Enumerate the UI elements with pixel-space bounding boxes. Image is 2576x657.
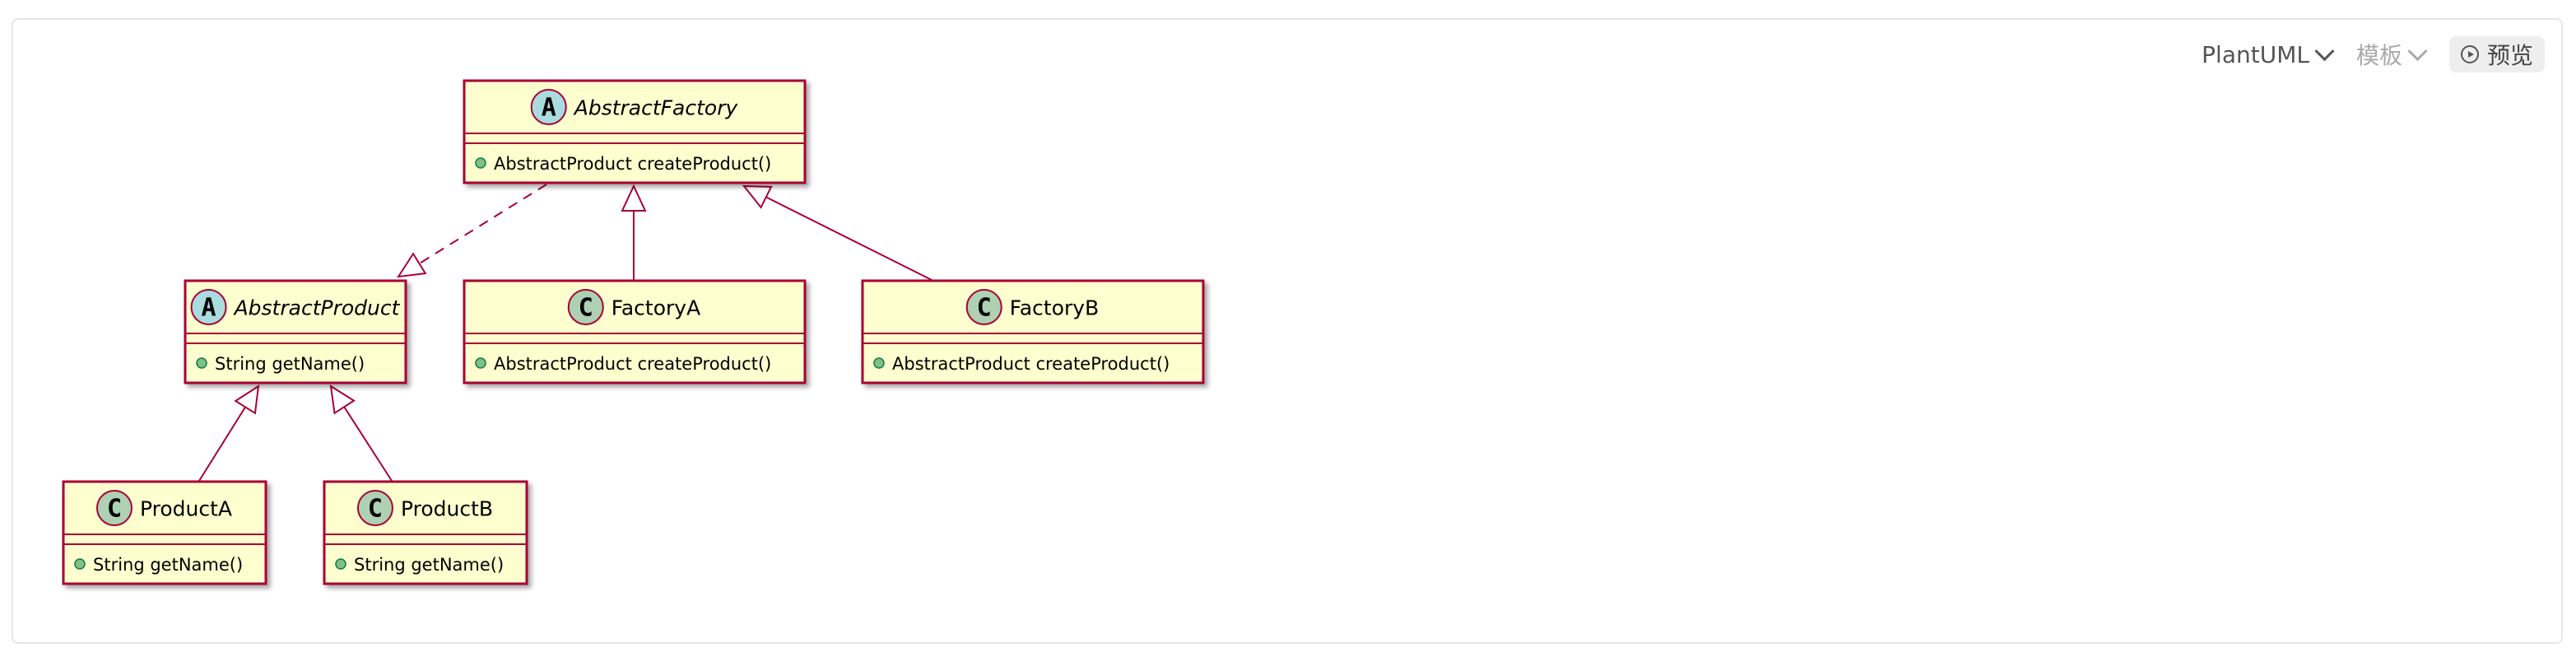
class-producta[interactable]: ProductA C String getName()	[62, 480, 267, 585]
relation-line	[198, 406, 246, 482]
template-label: 模板	[2355, 42, 2402, 69]
stereotype-letter: C	[368, 495, 383, 524]
class-abstractproduct[interactable]: AbstractProduct A String getName()	[184, 279, 407, 384]
stereotype-letter: A	[542, 94, 556, 123]
class-method: AbstractProduct createProduct()	[892, 354, 1169, 374]
class-icon	[567, 289, 604, 325]
class-name: ProductB	[401, 497, 493, 521]
relation-line	[418, 184, 547, 264]
inheritance-arrowhead	[329, 384, 356, 415]
abstract-class-icon	[530, 89, 567, 125]
stereotype-letter: A	[202, 294, 216, 323]
public-visibility-icon	[873, 357, 885, 369]
class-method: String getName()	[93, 555, 243, 575]
stereotype-letter: C	[579, 294, 593, 323]
class-name: ProductA	[140, 497, 232, 521]
preview-label: 预览	[2486, 42, 2533, 69]
relation-productb-to-abstractproduct	[329, 384, 393, 482]
play-circle-icon	[2460, 45, 2479, 63]
class-productb[interactable]: ProductB C String getName()	[323, 480, 528, 585]
abstract-class-icon	[190, 289, 227, 325]
public-visibility-icon	[74, 558, 86, 570]
class-box	[463, 279, 807, 384]
toolbar: PlantUML 模板 预览	[2202, 36, 2545, 72]
class-box	[463, 79, 807, 184]
class-box	[184, 279, 407, 384]
class-name: FactoryB	[1010, 296, 1099, 320]
inheritance-arrowhead	[234, 384, 260, 415]
class-icon	[356, 490, 393, 526]
class-box	[861, 279, 1205, 384]
template-dropdown[interactable]: 模板	[2355, 38, 2428, 71]
inheritance-arrowhead	[742, 184, 773, 209]
class-icon	[965, 289, 1002, 325]
class-factoryb[interactable]: FactoryB C AbstractProduct createProduct()	[861, 279, 1205, 384]
stereotype-letter: C	[107, 495, 122, 524]
class-method: AbstractProduct createProduct()	[494, 154, 771, 174]
stereotype-letter: C	[977, 294, 992, 323]
class-name: AbstractFactory	[573, 96, 739, 120]
relation-abstractfactory-to-abstractproduct	[396, 184, 547, 278]
public-visibility-icon	[335, 558, 346, 570]
class-name: FactoryA	[611, 296, 700, 320]
relation-producta-to-abstractproduct	[198, 384, 260, 482]
relation-line	[765, 196, 932, 281]
relation-line	[343, 406, 393, 482]
public-visibility-icon	[196, 357, 207, 369]
relation-factoryb-to-abstractfactory	[742, 184, 932, 281]
class-box	[323, 480, 528, 585]
inheritance-arrowhead	[396, 252, 427, 278]
class-method: String getName()	[354, 555, 504, 575]
class-name: AbstractProduct	[233, 296, 401, 320]
relation-factorya-to-abstractfactory	[621, 184, 647, 280]
class-method: String getName()	[215, 354, 365, 374]
class-factorya[interactable]: FactoryA C AbstractProduct createProduct()	[463, 279, 807, 384]
relations-layer	[198, 184, 932, 482]
language-dropdown[interactable]: PlantUML	[2202, 40, 2335, 68]
public-visibility-icon	[475, 357, 486, 369]
language-label: PlantUML	[2202, 40, 2309, 68]
class-abstractfactory[interactable]: AbstractFactory A AbstractProduct createPr…	[463, 79, 807, 184]
class-box	[62, 480, 267, 585]
preview-button[interactable]: 预览	[2448, 36, 2545, 72]
public-visibility-icon	[475, 157, 486, 169]
class-method: AbstractProduct createProduct()	[494, 354, 771, 374]
inheritance-arrowhead	[621, 184, 647, 212]
class-icon	[95, 490, 133, 526]
